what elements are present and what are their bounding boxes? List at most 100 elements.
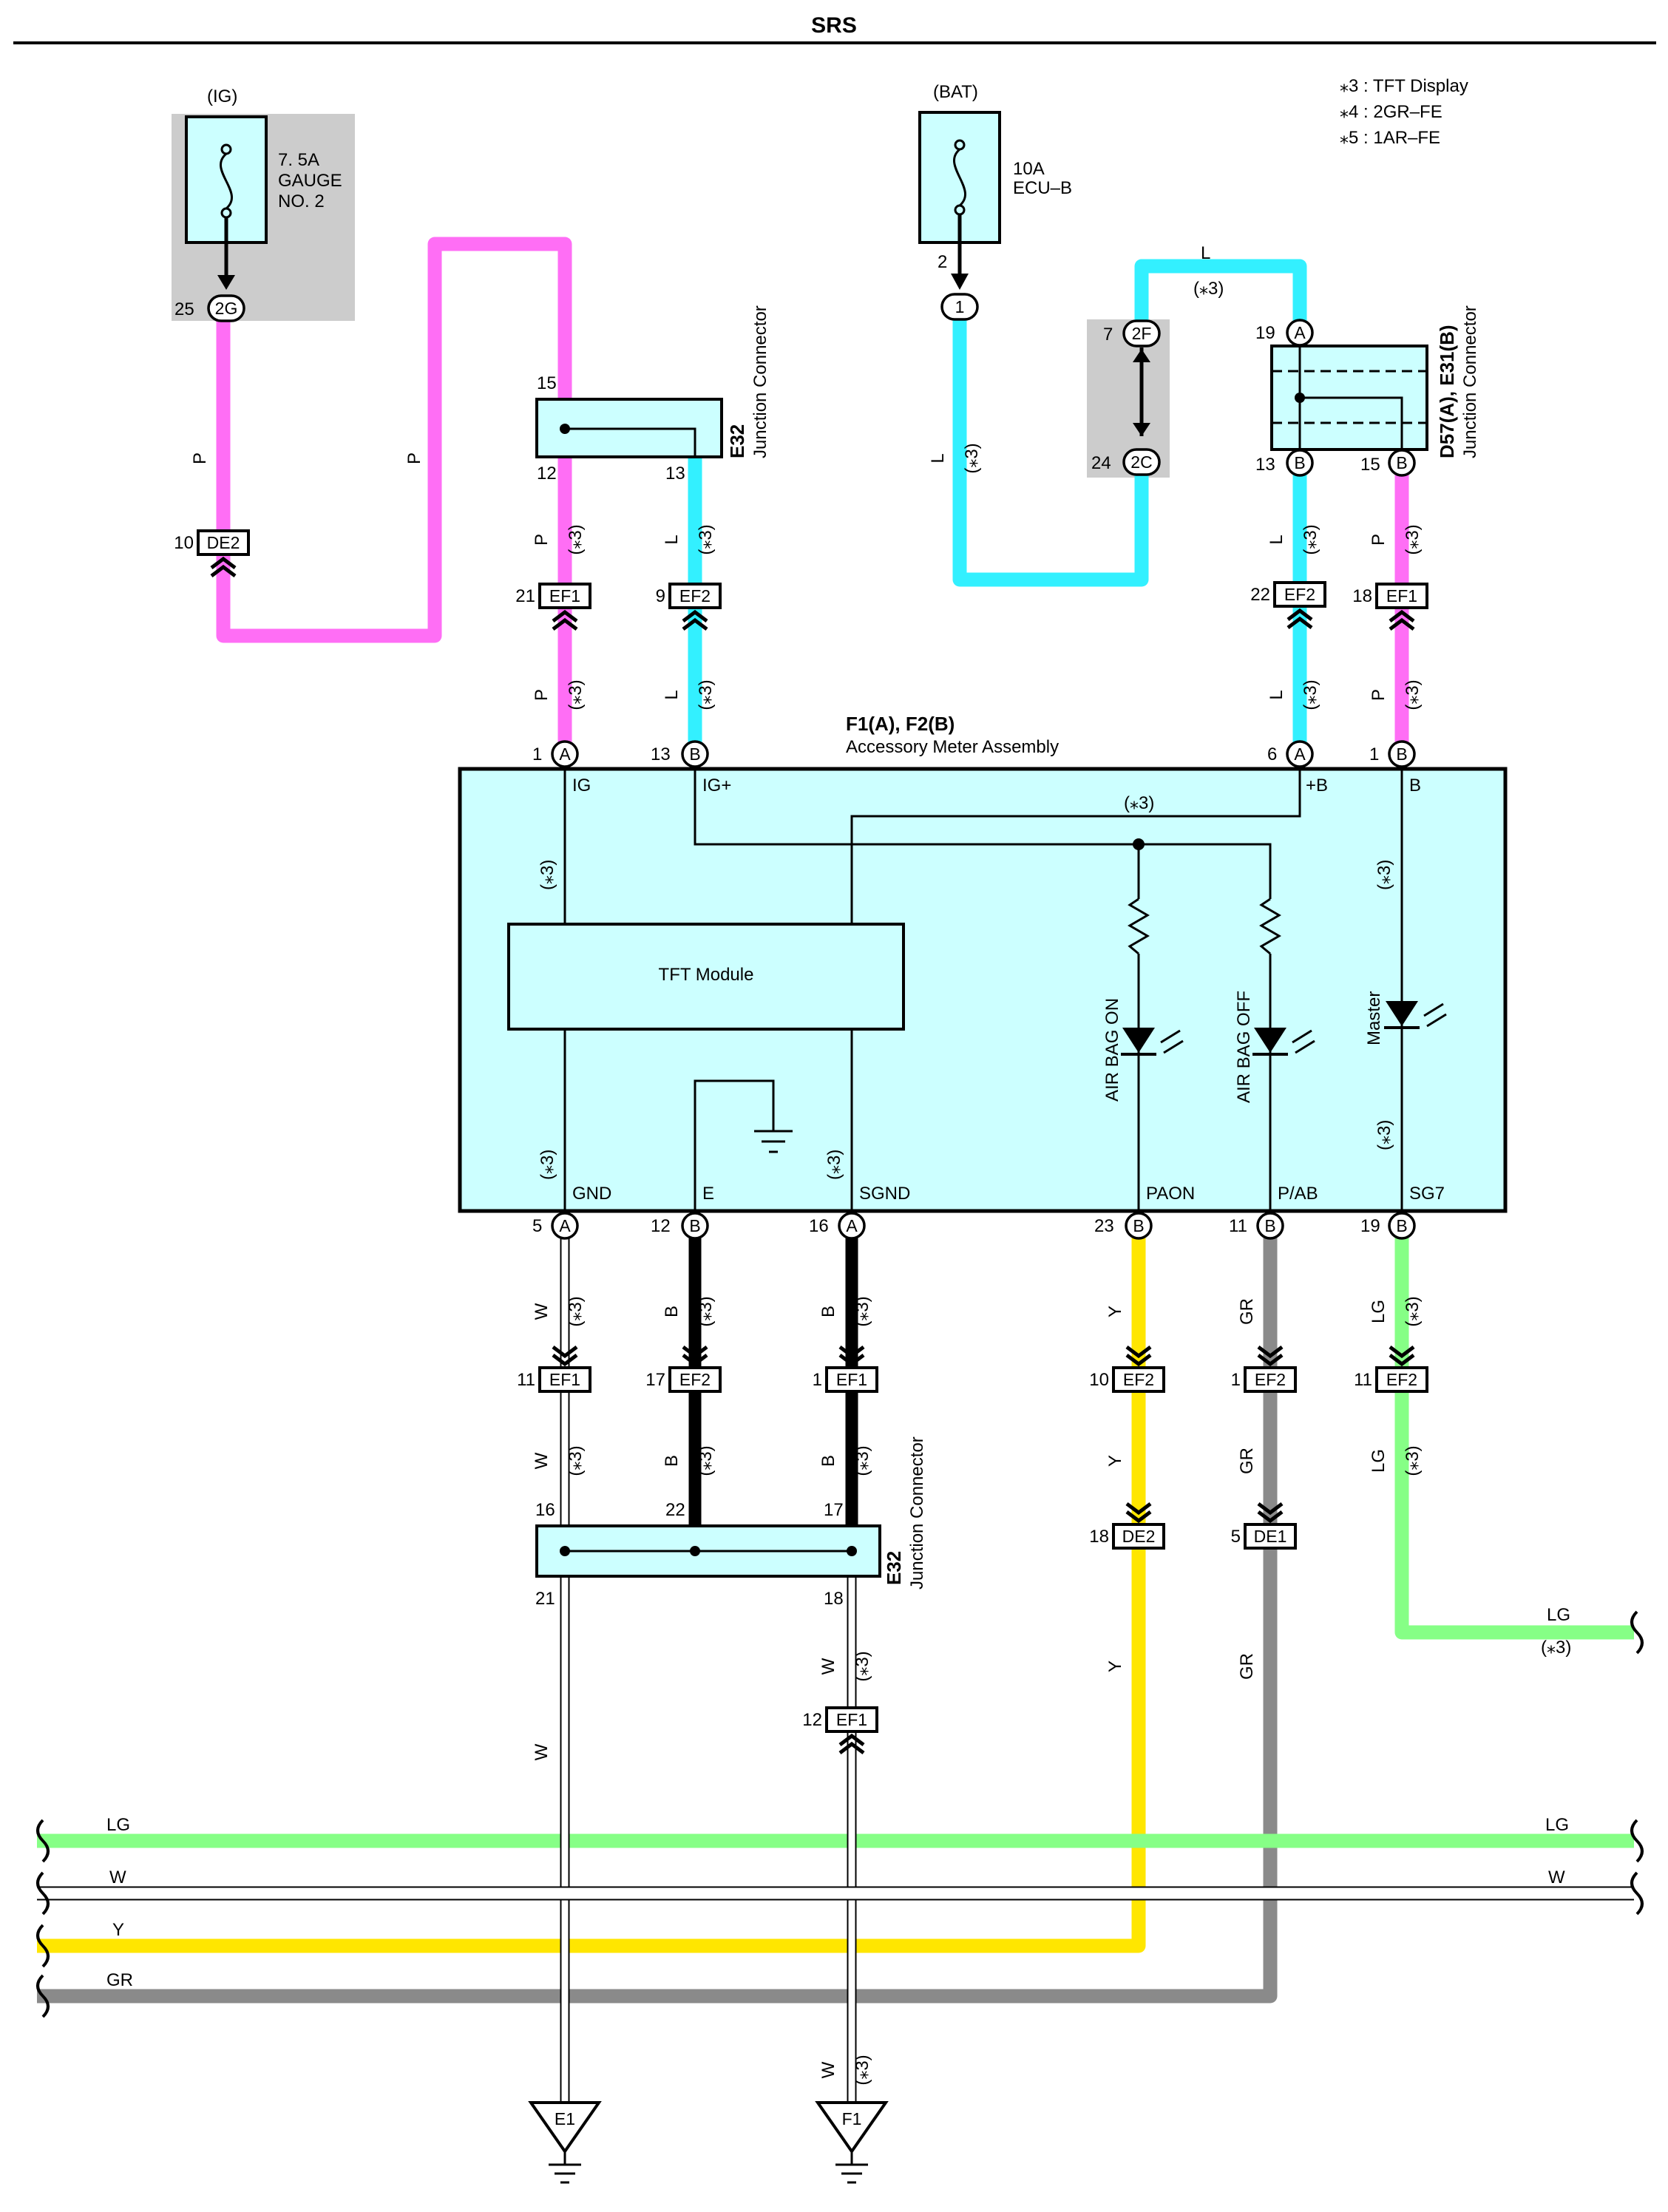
wire-code-p: P — [1369, 689, 1389, 701]
wire-code-p: P — [532, 689, 552, 701]
term-paon: PAON — [1146, 1184, 1195, 1204]
jb-pin-top: 2F — [1132, 324, 1152, 343]
wire-variant-mark: (⁎3) — [1403, 1445, 1423, 1476]
inline-connector-label: EF2 — [1255, 1370, 1286, 1389]
meter-pin-12-b: B — [689, 1216, 700, 1235]
wire-variant-mark: (⁎3) — [1301, 679, 1320, 710]
e32-top-id: E32 — [726, 424, 748, 458]
svg-text:11: 11 — [1229, 1216, 1247, 1236]
jb-pin-bot-num: 24 — [1091, 453, 1111, 473]
wire-code-y: Y — [1105, 1660, 1125, 1672]
inline-connector-ef2-3: EF2 22 — [1250, 581, 1326, 629]
e32-bot-pin-22: 22 — [665, 1500, 685, 1520]
meter-name: Accessory Meter Assembly — [846, 737, 1059, 757]
fuse-bat-pin-num: 2 — [938, 252, 947, 272]
term-e: E — [702, 1184, 714, 1204]
meter-variant-b: (⁎3) — [1374, 860, 1394, 890]
bus-label-lg-sg7: LG — [1547, 1605, 1570, 1625]
inline-connector-label: EF1 — [836, 1710, 867, 1729]
wire-code-l: L — [1267, 535, 1286, 544]
wire-code-w: W — [532, 1743, 552, 1760]
term-gnd: GND — [572, 1184, 611, 1204]
wire-gr-pab — [37, 1227, 1278, 2004]
inline-connector-pin: 11 — [1354, 1370, 1372, 1390]
wire-code-b: B — [662, 1306, 682, 1317]
inline-connector-label: DE1 — [1254, 1527, 1287, 1546]
term-sgnd: SGND — [859, 1184, 910, 1204]
inline-connector-pin: 18 — [1089, 1527, 1109, 1547]
e32-bot-pin-16: 16 — [535, 1500, 555, 1520]
fuse-ig-name2: NO. 2 — [278, 191, 325, 211]
e32-top-pin-12: 12 — [537, 464, 557, 484]
wire-code-p: P — [404, 452, 424, 464]
svg-text:1: 1 — [532, 744, 542, 764]
inline-connector-pin: 1 — [813, 1370, 822, 1390]
fuse-ig-pin-num: 25 — [174, 299, 194, 319]
wire-code-p: P — [190, 452, 210, 464]
fuse-bat-pin: 1 — [955, 297, 965, 316]
wire-variant-mark: (⁎3) — [1403, 1296, 1423, 1326]
svg-text:23: 23 — [1094, 1216, 1114, 1236]
e32-top-pin-15: 15 — [537, 373, 557, 393]
wire-lg-sg7 — [1394, 1227, 1634, 1640]
bus-label-lg-right: LG — [1545, 1815, 1569, 1835]
svg-text:13: 13 — [651, 744, 671, 764]
ground-e1: E1 — [528, 2101, 602, 2184]
fuse-gauge-no2: (IG) 7. 5A GAUGE NO. 2 2G 25 — [174, 86, 342, 322]
inline-connector-pin: 17 — [645, 1370, 665, 1390]
e32-bot-label: Junction Connector — [907, 1436, 927, 1590]
inline-connector-label: EF2 — [1284, 585, 1315, 604]
wire-variant-mark: (⁎3) — [852, 1296, 872, 1326]
e32-bot-id: E32 — [883, 1551, 905, 1585]
fuse-bat-rating: 10A — [1013, 159, 1045, 179]
bus-label-y-left: Y — [112, 1920, 124, 1940]
bus-label-lg-left: LG — [106, 1815, 130, 1835]
inline-connector-ef1-7: EF1 1 — [813, 1346, 878, 1393]
inline-connector-pin: 22 — [1250, 585, 1270, 605]
wire-code-l: L — [1267, 690, 1286, 699]
term-plusb: +B — [1306, 776, 1328, 795]
wire-code-lg: LG — [1369, 1449, 1389, 1473]
wire-code-p: P — [1369, 534, 1389, 546]
inline-connector-pin: 12 — [802, 1710, 822, 1730]
inline-connector-pin: 10 — [174, 533, 194, 553]
ground-e1-label: E1 — [555, 2109, 575, 2128]
term-igplus: IG+ — [702, 776, 731, 795]
wire-code-lg: LG — [1369, 1300, 1389, 1323]
junction-connector-e32-bottom: 16 22 17 21 18 E32 Junction Connector — [535, 1436, 927, 1609]
wire-code-gr: GR — [1237, 1653, 1257, 1680]
inline-connector-pin: 18 — [1352, 586, 1372, 606]
junction-block-2f-2c: 2F 7 2C 24 — [1091, 319, 1161, 476]
inline-connector-label: EF1 — [549, 1370, 580, 1389]
bus-label-w-right: W — [1548, 1867, 1565, 1887]
wire-variant-mark: (⁎3) — [566, 1296, 586, 1326]
inline-connector-label: EF1 — [836, 1370, 867, 1389]
led-air-bag-off — [1252, 1028, 1315, 1056]
wire-code-w: W — [532, 1452, 552, 1469]
inline-connector-pin: 11 — [517, 1370, 535, 1390]
d57-id: D57(A), E31(B) — [1436, 325, 1458, 458]
e32-bot-pin-21: 21 — [535, 1589, 555, 1609]
wire-label-l-top: L — [1201, 243, 1210, 263]
fuse-ig-name1: GAUGE — [278, 171, 342, 191]
jb-pin-bot: 2C — [1130, 452, 1152, 472]
meter-pin-numbers: 1 13 6 1 5 12 16 23 11 19 — [532, 744, 1380, 1236]
wire-variant-mark: (⁎3) — [1403, 524, 1423, 554]
inline-connector-pin: 21 — [515, 586, 535, 606]
wire-code-p: P — [532, 534, 552, 546]
wire-code-w: W — [532, 1303, 552, 1320]
wire-variant-mark: (⁎3) — [566, 679, 586, 710]
wire-variant-mark: (⁎3) — [1403, 679, 1423, 710]
inline-connector-label: EF2 — [1386, 1370, 1417, 1389]
junction-connector-d57-e31: A 19 B 13 B 15 D57(A), E31(B) Junction C… — [1255, 305, 1480, 477]
wire-code-y: Y — [1105, 1455, 1125, 1467]
inline-connector-label: EF1 — [1386, 586, 1417, 605]
wire-code-w: W — [818, 1658, 838, 1675]
